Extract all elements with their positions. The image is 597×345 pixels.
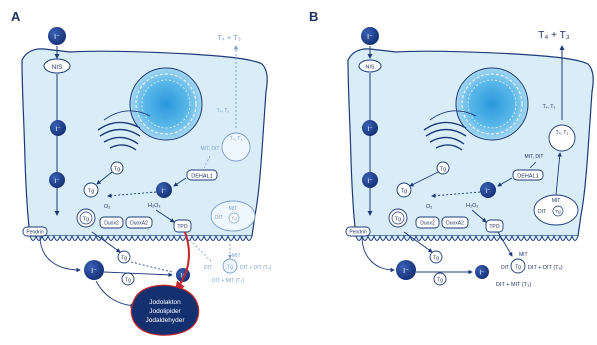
panel-a-vesicle-label: T₄, T₃ bbox=[230, 136, 243, 142]
panel-b-upper-t4-t3: T₄, T₃ bbox=[543, 104, 556, 110]
panel-a-lumen-tg: Tg bbox=[227, 265, 233, 271]
panel-a-pendrin-label: Pendrin bbox=[26, 230, 43, 236]
panel-b-o2: O₂ bbox=[426, 204, 432, 210]
panel-b-tg-label: Tg bbox=[401, 189, 407, 195]
panel-b-iodide-recycled-label: I⁻ bbox=[485, 188, 491, 195]
panel-b-h2o2: H₂O₂ bbox=[466, 203, 479, 209]
panel-b-dit-dit: DIT + DIT (T₄) bbox=[528, 265, 563, 271]
panel-b-vesicle-label: T₄, T₃ bbox=[556, 130, 569, 136]
panel-b-vesicle-tg: Tg bbox=[555, 209, 561, 214]
panel-b-dit-mit: DIT + MIT (T₃) bbox=[496, 282, 531, 288]
panel-a-tg-lumen-1-label: Tg bbox=[121, 256, 127, 262]
panel-a-vesicle-tg: Tg bbox=[231, 216, 237, 221]
panel-b-iodide-lumen-2-label: I⁻ bbox=[480, 271, 485, 277]
panel-a-t4-t3-output: T₄ + T₃ bbox=[217, 33, 241, 42]
panel-a-mit-dit-label: MIT, DIT bbox=[201, 146, 220, 152]
panel-b-iodide-lumen-label: I⁻ bbox=[403, 268, 409, 275]
panel-b-vesicle-dit: DIT bbox=[538, 209, 546, 215]
panel-a-lumen-dit: DIT bbox=[204, 265, 212, 271]
panel-b-lumen-mit: MIT bbox=[519, 252, 528, 258]
panel-b-letter: B bbox=[309, 9, 318, 24]
panel-b-tpo-label: TPO bbox=[489, 224, 499, 230]
panel-a-iodide-label-top: I⁻ bbox=[54, 34, 60, 41]
panel-b-lumen-dit: DIT bbox=[501, 265, 509, 271]
panel-a-blob-line3: Jodaldehyder bbox=[145, 317, 185, 324]
panel-a-duox2-label: Duox2 bbox=[104, 221, 119, 227]
panel-a-nis-label: NIS bbox=[52, 64, 64, 71]
panel-b-nis-label: NIS bbox=[365, 65, 375, 71]
panel-a-iodide-recycled-label: I⁻ bbox=[161, 188, 167, 195]
panel-b-vesicle-mit: MIT bbox=[552, 198, 561, 204]
panel-b-tg-golgi-label: Tg bbox=[440, 167, 446, 173]
panel-a-blob-line1: Jodolakton bbox=[149, 299, 181, 306]
panel-a-tpo-label: TPO bbox=[177, 224, 187, 230]
panel-a-iodide-lumen-label: I⁻ bbox=[91, 268, 97, 275]
panel-b: B I⁻ NIS I⁻ I⁻ T₄ + T₃ T₄, T₃ T₄, T₃ MIT… bbox=[309, 9, 593, 288]
panel-b-lysosome-vesicle bbox=[549, 125, 575, 151]
panel-a-vesicle-mit: MIT bbox=[229, 206, 238, 212]
panel-a-o2: O₂ bbox=[104, 204, 110, 210]
panel-a-tg-golgi-label: Tg bbox=[114, 167, 120, 173]
panel-b-lumen-tg-label: Tg bbox=[515, 265, 521, 271]
panel-b-iodide-label-mid: I⁻ bbox=[367, 126, 373, 133]
panel-b-dehal1-label: DEHAL1 bbox=[517, 174, 538, 180]
panel-a-h2o2: H₂O₂ bbox=[148, 203, 161, 209]
panel-a: A I⁻ NIS I⁻ I⁻ T₄ + T₃ T₄, T₃ T₄, T₃ MIT… bbox=[11, 9, 272, 335]
panel-a-duoxa2-label: DuoxA2 bbox=[130, 221, 148, 227]
panel-b-tg-vesicle-label: Tg bbox=[395, 217, 401, 223]
panel-a-dit-mit: DIT + MIT (T₃) bbox=[212, 278, 244, 284]
panel-a-dit-dit: DIT + DIT (T₄) bbox=[240, 265, 272, 271]
panel-a-upper-t4-t3: T₄, T₃ bbox=[217, 108, 230, 114]
panel-a-letter: A bbox=[11, 9, 21, 24]
panel-a-blob-line2: Jodolipider bbox=[149, 308, 181, 315]
panel-b-cell-group: I⁻ NIS I⁻ I⁻ T₄ + T₃ T₄, T₃ T₄, T₃ MIT, … bbox=[346, 27, 593, 288]
panel-b-duox2-label: Duox2 bbox=[420, 221, 435, 227]
panel-a-iodide-label-mid: I⁻ bbox=[55, 126, 61, 133]
panel-b-iodide-label-low: I⁻ bbox=[367, 178, 373, 185]
panel-b-tg-lumen-1-label: Tg bbox=[433, 256, 439, 262]
panel-b-tg-lumen-2-label: Tg bbox=[437, 278, 443, 284]
panel-a-iodide-label-low: I⁻ bbox=[54, 178, 60, 185]
panel-b-pendrin-label: Pendrin bbox=[349, 230, 366, 236]
panel-b-duoxa2-label: DuoxA2 bbox=[446, 221, 464, 227]
panel-a-tg-vesicle-label: Tg bbox=[83, 217, 89, 223]
panel-a-tg-label: Tg bbox=[88, 189, 94, 195]
panel-a-tg-lumen-2-label: Tg bbox=[125, 278, 131, 284]
panel-b-t4-t3-output: T₄ + T₃ bbox=[538, 30, 570, 41]
panel-a-lumen-mit: MIT bbox=[232, 253, 241, 259]
panel-a-vesicle-dit: DIT bbox=[215, 215, 223, 221]
panel-b-mit-dit-label: MIT, DIT bbox=[525, 154, 544, 160]
panel-b-iodide-label-top: I⁻ bbox=[367, 34, 373, 41]
panel-a-dehal1-label: DEHAL1 bbox=[191, 174, 212, 180]
